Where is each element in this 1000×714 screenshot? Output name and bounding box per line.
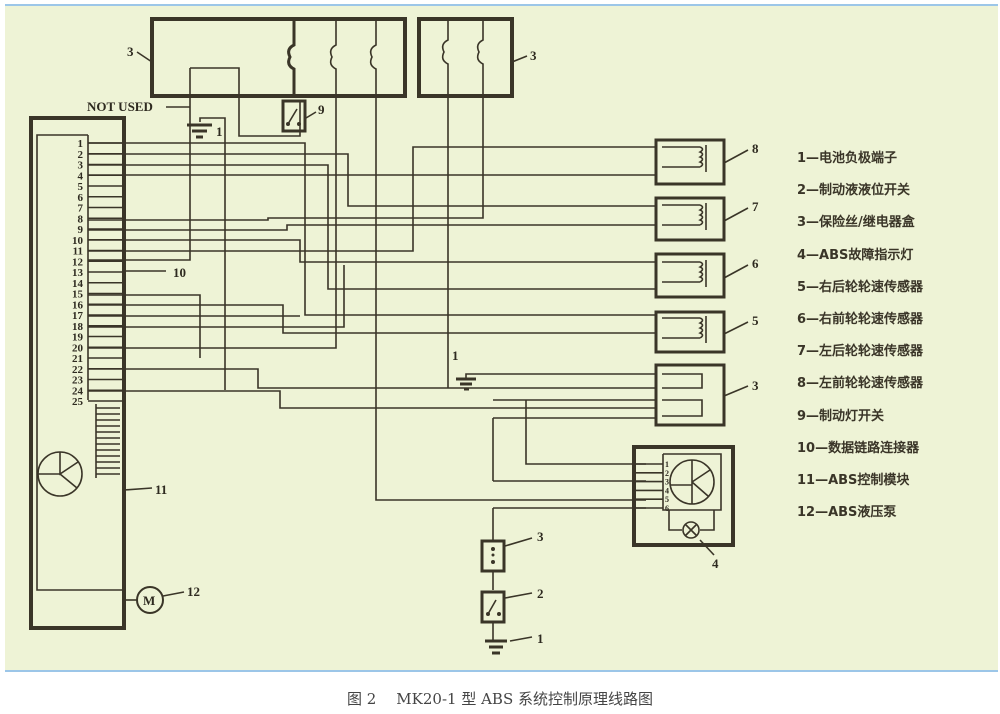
label-sensor-8: 8 <box>752 141 759 156</box>
pin-label: 6 <box>78 192 84 204</box>
label-ground-top: 1 <box>216 124 223 139</box>
pin-label: 17 <box>72 310 84 322</box>
legend-item: 1—电池负极端子 <box>797 151 898 166</box>
legend-item: 12—ABS液压泵 <box>797 505 897 521</box>
fuse-box-secondary <box>417 17 514 98</box>
wheel-speed-sensor-7 <box>654 196 726 242</box>
legend-item: 3—保险丝/继电器盒 <box>797 215 915 231</box>
figure-title: MK20-1 型 ABS 系统控制原理线路图 <box>396 690 653 708</box>
label-pump: 12 <box>187 584 200 599</box>
pin-label: 23 <box>72 375 84 387</box>
legend-item: 8—左前轮轮速传感器 <box>797 376 924 392</box>
pin-label: 8 <box>78 213 84 225</box>
gauge-icon <box>669 459 715 505</box>
legend-item: 7—左后轮轮速传感器 <box>797 344 924 360</box>
ground-icon <box>187 117 226 390</box>
pin-label: 18 <box>72 321 84 333</box>
label-fuse-bottom: 3 <box>537 529 544 544</box>
cluster-pin-label: 2 <box>665 469 669 478</box>
pin-label: 24 <box>72 385 84 397</box>
label-warning-lamp: 4 <box>712 556 719 571</box>
legend-item: 6—右前轮轮速传感器 <box>797 311 924 327</box>
pin-label: 12 <box>72 256 84 268</box>
label-sensor-5: 5 <box>752 313 759 328</box>
label-sensor-6: 6 <box>752 256 759 271</box>
pin-label: 21 <box>72 353 83 365</box>
cluster-pin-label: 1 <box>665 460 669 469</box>
fluid-level-switch-icon <box>480 590 506 624</box>
wheel-speed-sensor-5 <box>654 310 726 354</box>
valve-block-icon <box>37 451 83 497</box>
cluster-pin-label: 5 <box>665 495 669 504</box>
pin-label: 10 <box>72 235 84 247</box>
fuse-icon <box>480 539 506 573</box>
pin-label: 2 <box>78 149 84 161</box>
instrument-cluster <box>632 445 735 547</box>
pin-label: 22 <box>72 364 84 376</box>
label-fuse-box-mid: 3 <box>752 378 759 393</box>
cluster-pin-label: 4 <box>665 486 669 495</box>
pin-label: 13 <box>72 267 84 279</box>
pin-label: 20 <box>72 342 84 354</box>
pin-label: 16 <box>72 299 84 311</box>
legend-item: 11—ABS控制模块 <box>797 472 910 488</box>
module-motor-windings <box>95 404 120 478</box>
fuse-box-main <box>150 17 407 98</box>
pin-label: 11 <box>73 246 83 258</box>
pin-label: 3 <box>78 160 84 172</box>
label-brake-light-switch: 9 <box>318 102 325 117</box>
pin-label: 5 <box>78 181 84 193</box>
diagram-panel <box>5 4 998 672</box>
label-module: 11 <box>155 482 167 497</box>
cluster-pin-label: 6 <box>665 504 669 513</box>
legend: 1—电池负极端子 2—制动液液位开关 3—保险丝/继电器盒 4—ABS故障指示灯 5—右… <box>797 150 923 536</box>
wheel-speed-sensor-8 <box>654 138 726 186</box>
label-fluid-switch: 2 <box>537 586 544 601</box>
pin-label: 7 <box>78 203 84 215</box>
legend-item: 4—ABS故障指示灯 <box>797 247 914 263</box>
brake-light-switch-icon <box>281 99 307 133</box>
pin-label: 9 <box>78 224 84 236</box>
label-fuse-box-right: 3 <box>530 48 537 63</box>
ground-icon <box>485 639 507 655</box>
pump-symbol: M <box>143 593 155 608</box>
legend-item: 5—右后轮轮速传感器 <box>797 279 924 295</box>
warning-lamp-icon <box>682 521 700 539</box>
module-pins: 1234567891011121314151617181920212223242… <box>72 138 124 408</box>
legend-item: 9—制动灯开关 <box>797 408 885 424</box>
figure-number: 图 2 <box>346 690 377 708</box>
pin-label: 15 <box>72 289 84 301</box>
label-ground-bottom: 1 <box>537 631 544 646</box>
label-not-used: NOT USED <box>87 99 153 114</box>
cluster-pin-label: 3 <box>665 478 669 487</box>
label-ground-mid: 1 <box>452 348 459 363</box>
label-data-link: 10 <box>173 265 186 280</box>
pin-label: 14 <box>72 278 84 290</box>
label-sensor-7: 7 <box>752 199 759 214</box>
pin-label: 1 <box>78 138 84 150</box>
fuse-symbols <box>287 19 377 96</box>
abs-control-module <box>29 116 126 630</box>
figure-caption: 图 2 MK20-1 型 ABS 系统控制原理线路图 <box>0 688 1000 709</box>
legend-item: 2—制动液液位开关 <box>797 183 911 199</box>
pin-label: 25 <box>72 396 84 408</box>
pin-label: 4 <box>78 170 84 182</box>
wire-harness <box>88 96 656 640</box>
legend-item: 10—数据链路连接器 <box>797 440 920 456</box>
label-fuse-box-left: 3 <box>127 44 134 59</box>
pin-label: 19 <box>72 332 84 344</box>
wheel-speed-sensor-6 <box>654 252 726 299</box>
fuse-relay-box-mid <box>654 363 726 427</box>
